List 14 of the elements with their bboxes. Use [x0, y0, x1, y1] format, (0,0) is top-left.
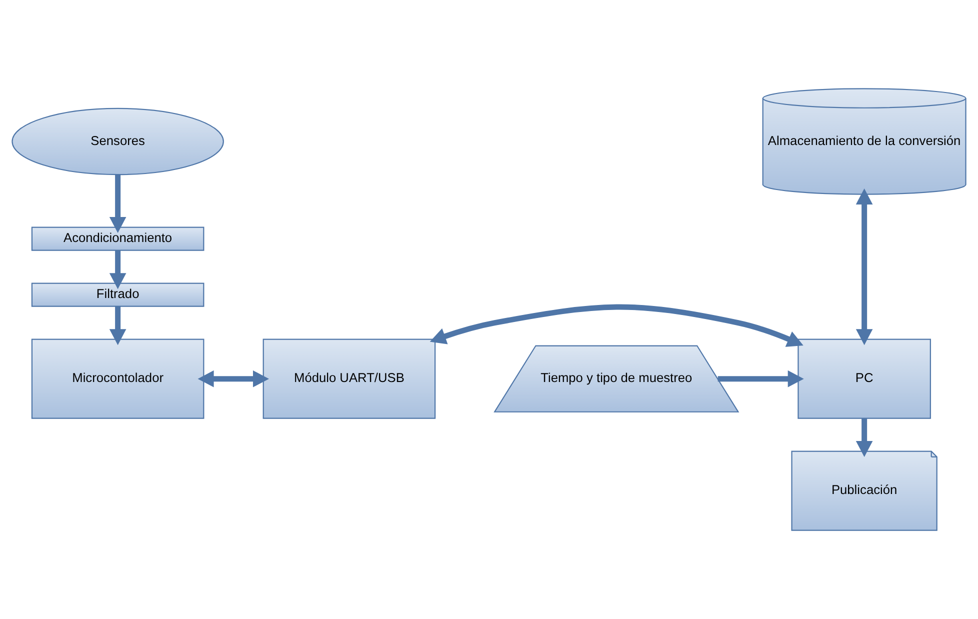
node-box: Módulo UART/USB [262, 338, 436, 419]
arrow [856, 188, 873, 346]
arrow [718, 370, 804, 388]
node-box: PC [798, 338, 931, 419]
node-ellipse: Sensores [12, 108, 224, 176]
arrow [109, 250, 126, 290]
arrow [109, 306, 126, 346]
node-box: Filtrado [31, 282, 204, 307]
arrow [856, 418, 873, 457]
node-box: Microcontolador [31, 338, 204, 419]
arrow [109, 174, 126, 233]
arrow [198, 370, 270, 388]
node-box: Acondicionamiento [31, 226, 204, 251]
arrow [430, 304, 804, 347]
